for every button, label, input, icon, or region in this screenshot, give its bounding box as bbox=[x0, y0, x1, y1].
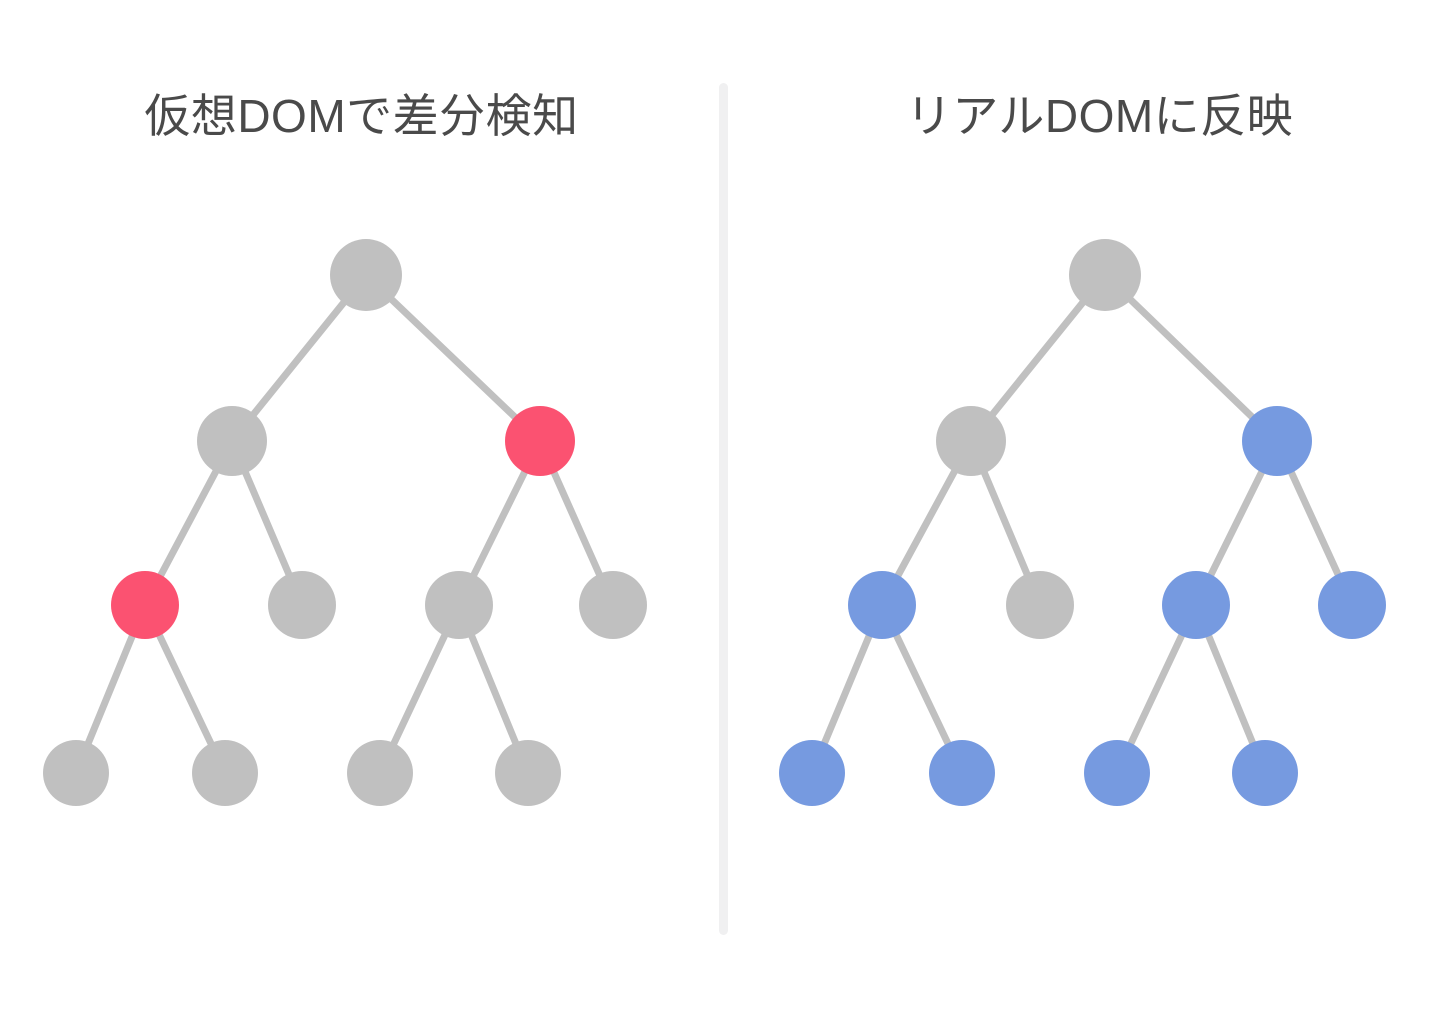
tree-node-default[interactable] bbox=[347, 740, 413, 806]
tree-node-default[interactable] bbox=[1006, 571, 1074, 639]
tree-node-default[interactable] bbox=[579, 571, 647, 639]
panel-divider bbox=[718, 83, 728, 935]
tree-node-changed[interactable] bbox=[111, 571, 179, 639]
tree-node-applied[interactable] bbox=[848, 571, 916, 639]
tree-node-default[interactable] bbox=[197, 406, 267, 476]
tree-node-default[interactable] bbox=[192, 740, 258, 806]
tree-nodes bbox=[779, 239, 1386, 806]
tree-node-default[interactable] bbox=[495, 740, 561, 806]
tree-diagram-real-dom bbox=[779, 239, 1386, 806]
tree-node-applied[interactable] bbox=[1242, 406, 1312, 476]
tree-node-default[interactable] bbox=[936, 406, 1006, 476]
panel-title-virtual-dom: 仮想DOMで差分検知 bbox=[144, 90, 579, 142]
tree-edge bbox=[362, 271, 544, 445]
tree-node-default[interactable] bbox=[43, 740, 109, 806]
tree-edges bbox=[808, 271, 1356, 777]
tree-node-applied[interactable] bbox=[1318, 571, 1386, 639]
tree-node-applied[interactable] bbox=[1084, 740, 1150, 806]
tree-node-default[interactable] bbox=[268, 571, 336, 639]
tree-edges bbox=[72, 271, 617, 777]
tree-diagram-virtual-dom bbox=[43, 239, 647, 806]
tree-node-default[interactable] bbox=[425, 571, 493, 639]
tree-nodes bbox=[43, 239, 647, 806]
panel-virtual-dom: 仮想DOMで差分検知 bbox=[43, 90, 647, 806]
tree-node-default[interactable] bbox=[330, 239, 402, 311]
panel-title-real-dom: リアルDOMに反映 bbox=[905, 90, 1294, 142]
tree-node-changed[interactable] bbox=[505, 406, 575, 476]
tree-edge bbox=[1101, 271, 1281, 445]
tree-node-applied[interactable] bbox=[929, 740, 995, 806]
tree-node-applied[interactable] bbox=[1232, 740, 1298, 806]
tree-node-applied[interactable] bbox=[1162, 571, 1230, 639]
panel-real-dom: リアルDOMに反映 bbox=[723, 0, 1440, 1024]
tree-node-default[interactable] bbox=[1069, 239, 1141, 311]
tree-node-applied[interactable] bbox=[779, 740, 845, 806]
